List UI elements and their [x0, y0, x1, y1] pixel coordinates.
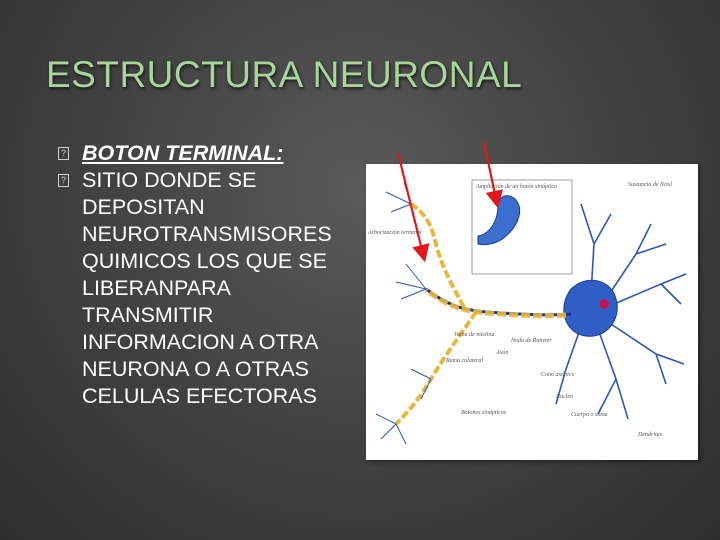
- label-axon: Axón: [495, 350, 508, 356]
- cell-body: [563, 279, 618, 337]
- myelin-sheath: [424, 287, 567, 319]
- label-dendritas: Dendritas: [637, 432, 663, 438]
- label-cono: Cono axónico: [541, 372, 575, 378]
- label-sustancia: Sustancia de Nissl: [628, 182, 672, 188]
- terminal-arborization: [375, 181, 432, 445]
- label-rama: Rama colateral: [445, 358, 483, 364]
- dendrites: [555, 203, 687, 420]
- label-ampliacion: Ampliación de un botón sináptico: [475, 184, 557, 190]
- nucleus: [599, 299, 609, 309]
- placeholder-box-icon: ?: [58, 174, 69, 187]
- label-nucleo: Núcleo: [555, 394, 573, 400]
- label-cuerpo: Cuerpo o soma: [571, 412, 608, 418]
- label-nodo: Nodo de Ranvier: [510, 338, 552, 344]
- neuron-illustration: Ampliación de un botón sináptico Sustanc…: [367, 179, 687, 445]
- neuron-diagram: Ampliación de un botón sináptico Sustanc…: [366, 164, 698, 460]
- collateral-branch: [394, 310, 478, 426]
- placeholder-box-icon: ?: [58, 147, 69, 160]
- inset-frame: [471, 179, 573, 275]
- bullet-heading-text: BOTON TERMINAL:: [82, 141, 284, 165]
- page-title: ESTRUCTURA NEURONAL: [46, 54, 523, 95]
- label-arborizacion: Arborización terminal: [367, 230, 422, 236]
- bullet-item-body: ? SITIO DONDE SE DEPOSITAN NEUROTRANSMIS…: [58, 167, 358, 410]
- bullet-item-heading: ? BOTON TERMINAL:: [58, 140, 358, 167]
- label-botones: Botones sinápticos: [461, 410, 507, 416]
- bullet-body-text: SITIO DONDE SE DEPOSITAN NEUROTRANSMISOR…: [82, 168, 332, 408]
- label-vaina: Vaina de mielina: [454, 332, 494, 338]
- bullet-list: ? BOTON TERMINAL: ? SITIO DONDE SE DEPOS…: [58, 140, 358, 410]
- synaptic-button-enlarged: [477, 195, 521, 246]
